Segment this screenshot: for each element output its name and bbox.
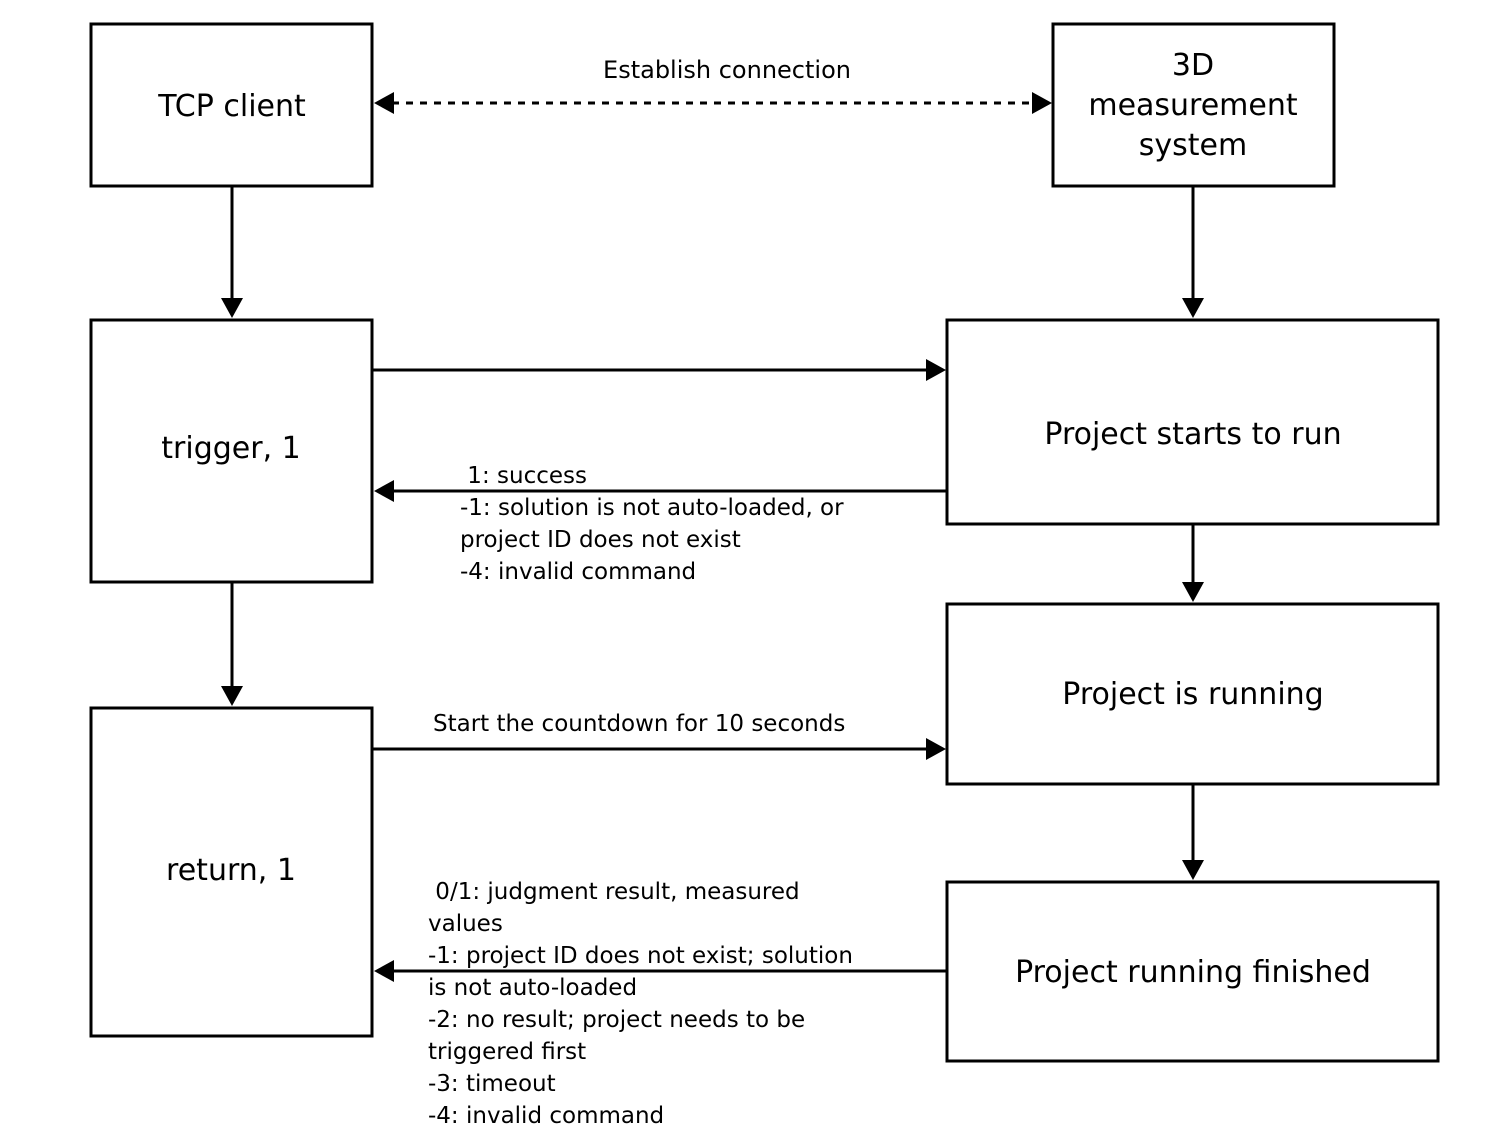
trigger-to-return-edge: [221, 582, 243, 706]
arrowhead-down-icon: [221, 686, 243, 706]
trigger-response-line3: project ID does not exist: [460, 527, 741, 553]
return-response-line6: triggered first: [428, 1039, 586, 1065]
trigger-to-project-starts-edge: [372, 359, 946, 381]
return-node: return, 1: [89, 706, 374, 1038]
return-response-line8: -4: invalid command: [428, 1103, 664, 1129]
tcp-client-label: TCP client: [157, 89, 306, 124]
arrowhead-left-icon: [374, 960, 394, 982]
project-finished-label: Project running finished: [1015, 955, 1371, 990]
measurement-system-label-line2: measurement: [1088, 88, 1298, 123]
running-to-finished-edge: [1182, 784, 1204, 880]
project-starts-to-running-edge: [1182, 524, 1204, 602]
trigger-label: trigger, 1: [161, 431, 300, 466]
project-running-label: Project is running: [1062, 677, 1323, 712]
return-response-line2: values: [428, 911, 503, 937]
arrowhead-right-icon: [1032, 92, 1052, 114]
project-running-node: Project is running: [945, 602, 1440, 786]
arrowhead-left-icon: [374, 480, 394, 502]
measurement-system-node: 3D measurement system: [1051, 22, 1336, 188]
arrowhead-down-icon: [1182, 298, 1204, 318]
trigger-response-line4: -4: invalid command: [460, 559, 696, 585]
arrowhead-left-icon: [374, 92, 394, 114]
arrowhead-right-icon: [926, 738, 946, 760]
measurement-system-label-line3: system: [1139, 128, 1247, 163]
finished-to-return-edge: 0/1: judgment result, measured values -1…: [374, 879, 947, 1129]
return-response-line1: 0/1: judgment result, measured: [428, 879, 800, 905]
arrowhead-down-icon: [221, 298, 243, 318]
arrowhead-down-icon: [1182, 860, 1204, 880]
project-starts-to-trigger-edge: 1: success -1: solution is not auto-load…: [374, 463, 947, 585]
arrowhead-right-icon: [926, 359, 946, 381]
return-response-line4: is not auto-loaded: [428, 975, 637, 1001]
trigger-response-line1: 1: success: [460, 463, 587, 489]
return-response-line5: -2: no result; project needs to be: [428, 1007, 805, 1033]
establish-connection-edge: Establish connection: [374, 56, 1052, 114]
return-to-project-running-edge: Start the countdown for 10 seconds: [372, 711, 946, 760]
establish-connection-label: Establish connection: [603, 56, 851, 84]
return-response-line3: -1: project ID does not exist; solution: [428, 943, 853, 969]
countdown-label: Start the countdown for 10 seconds: [433, 711, 845, 737]
tcp-client-node: TCP client: [89, 22, 374, 188]
project-starts-node: Project starts to run: [945, 318, 1440, 526]
arrowhead-down-icon: [1182, 582, 1204, 602]
measurement-system-label-line1: 3D: [1172, 48, 1214, 83]
return-response-line7: -3: timeout: [428, 1071, 556, 1097]
trigger-node: trigger, 1: [89, 318, 374, 584]
project-starts-label: Project starts to run: [1044, 417, 1341, 452]
trigger-response-line2: -1: solution is not auto-loaded, or: [460, 495, 844, 521]
measurement-to-project-starts-edge: [1182, 186, 1204, 318]
tcp-client-to-trigger-edge: [221, 186, 243, 318]
project-finished-node: Project running finished: [945, 880, 1440, 1063]
return-label: return, 1: [166, 853, 296, 888]
